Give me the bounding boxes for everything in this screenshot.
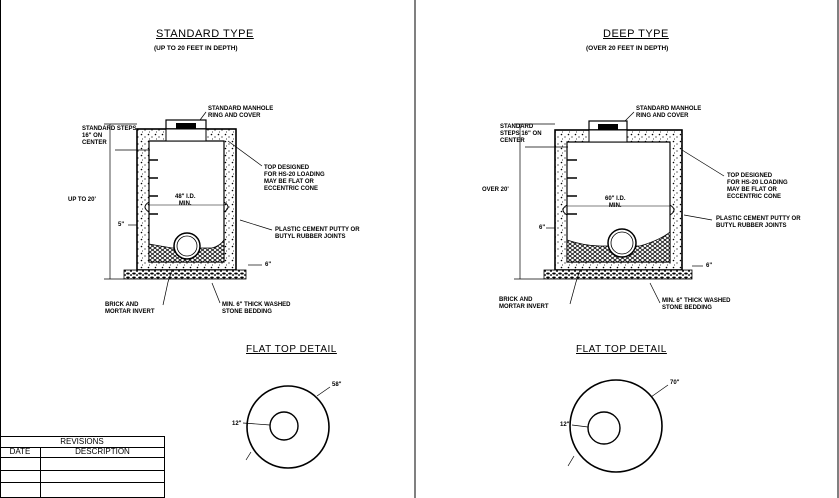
- revisions-col-date: DATE: [9, 447, 31, 456]
- deep-invert-label: BRICK AND MORTAR INVERT: [499, 297, 549, 310]
- standard-joint-label: PLASTIC CEMENT PUTTY OR BUTYL RUBBER JOI…: [275, 227, 360, 240]
- standard-flat-top-opening: 12": [232, 421, 242, 427]
- revisions-table: REVISIONS DATE DESCRIPTION: [0, 436, 165, 498]
- standard-id-label: 48" I.D. MIN.: [175, 194, 196, 207]
- revisions-row-line: [0, 482, 164, 483]
- standard-steps-label: STANDARD STEPS 16" ON CENTER: [82, 126, 137, 146]
- standard-flat-top-diameter: 58": [332, 382, 342, 388]
- standard-wall-label: 5": [118, 222, 125, 228]
- deep-flat-top-opening: 12": [560, 422, 570, 428]
- deep-depth-label: OVER 20': [482, 187, 509, 193]
- deep-flat-top-detail: [567, 379, 669, 473]
- deep-bed-thickness: 6": [706, 263, 713, 269]
- deep-top-label: TOP DESIGNED FOR HS-20 LOADING MAY BE FL…: [727, 173, 788, 200]
- standard-title: STANDARD TYPE: [156, 28, 254, 40]
- deep-manhole-label: STANDARD MANHOLE RING AND COVER: [636, 106, 702, 119]
- deep-flat-top-title: FLAT TOP DETAIL: [576, 344, 667, 355]
- revisions-title: REVISIONS: [0, 437, 164, 448]
- standard-manhole-label: STANDARD MANHOLE RING AND COVER: [208, 106, 274, 119]
- deep-steps-label: STANDARD STEPS 16" ON CENTER: [500, 124, 542, 144]
- deep-bedding-label: MIN. 6" THICK WASHED STONE BEDDING: [662, 298, 731, 311]
- standard-subtitle: (UP TO 20 FEET IN DEPTH): [154, 45, 238, 52]
- revisions-row-line: [0, 470, 164, 471]
- standard-bedding-label: MIN. 6" THICK WASHED STONE BEDDING: [222, 302, 291, 315]
- standard-top-label: TOP DESIGNED FOR HS-20 LOADING MAY BE FL…: [264, 165, 325, 192]
- standard-invert-label: BRICK AND MORTAR INVERT: [105, 302, 155, 315]
- deep-manhole-section: [514, 111, 725, 305]
- deep-subtitle: (OVER 20 FEET IN DEPTH): [586, 45, 669, 52]
- deep-wall-label: 6": [539, 225, 546, 231]
- standard-manhole-section: [104, 111, 273, 306]
- standard-bed-thickness: 6": [265, 262, 272, 268]
- deep-id-label: 60" I.D. MIN.: [605, 196, 626, 209]
- deep-joint-label: PLASTIC CEMENT PUTTY OR BUTYL RUBBER JOI…: [716, 216, 801, 229]
- standard-flat-top-detail: [242, 385, 331, 469]
- standard-flat-top-title: FLAT TOP DETAIL: [246, 344, 337, 355]
- standard-depth-label: UP TO 20': [68, 197, 96, 203]
- revisions-header-row: DATE DESCRIPTION: [0, 448, 164, 458]
- deep-flat-top-diameter: 70": [670, 380, 680, 386]
- revisions-col-description: DESCRIPTION: [75, 447, 130, 456]
- revisions-col-divider: [40, 448, 41, 497]
- deep-title: DEEP TYPE: [603, 28, 669, 40]
